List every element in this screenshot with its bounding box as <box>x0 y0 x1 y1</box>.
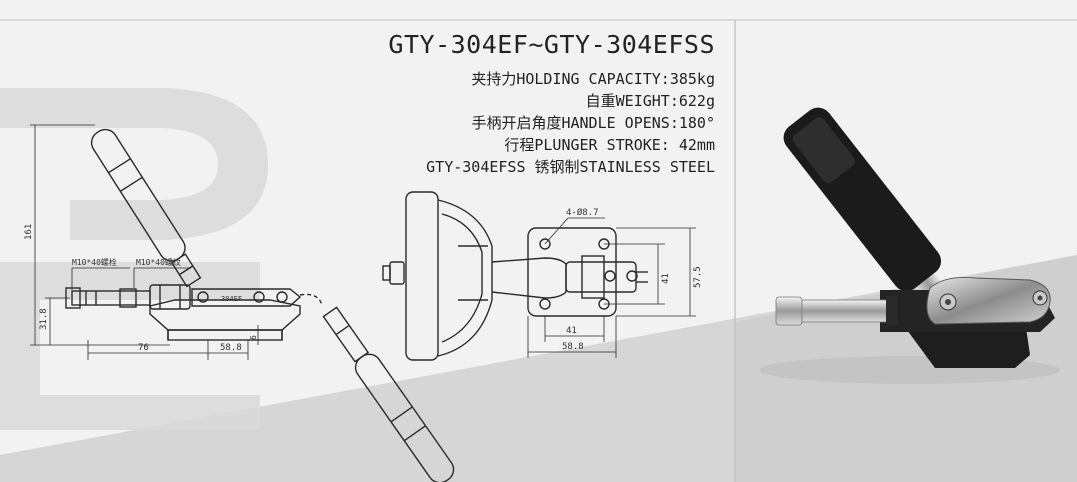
dim-hole-spacing-v: 41 <box>661 273 671 284</box>
handle-upper <box>90 128 202 288</box>
spec-plunger-stroke: 行程PLUNGER STROKE: 42mm <box>504 136 715 154</box>
hole-note: 4-Ø8.7 <box>566 207 599 218</box>
dim-left: 76 <box>138 343 149 353</box>
dim-small: 6 <box>249 335 258 340</box>
body-mark: 304EF <box>221 295 242 303</box>
spec-handle-opens: 手柄开启角度HANDLE OPENS:180° <box>471 114 715 132</box>
model-title: GTY-304EF~GTY-304EFSS <box>388 30 715 59</box>
watermark-logo <box>0 88 268 430</box>
spec-holding-capacity: 夹持力HOLDING CAPACITY:385kg <box>471 70 715 88</box>
top-view-drawing <box>382 191 648 361</box>
spec-material: GTY-304EFSS 锈钢制STAINLESS STEEL <box>426 158 715 176</box>
spec-weight: 自重WEIGHT:622g <box>585 92 715 110</box>
top-view-dimensions <box>527 217 696 358</box>
dim-hole-spacing-h: 41 <box>566 326 577 336</box>
product-photo <box>760 107 1060 384</box>
label-bolt: M10*40螺栓 <box>72 257 117 267</box>
dim-base: 31.8 <box>39 308 49 330</box>
dim-plate-height: 57.5 <box>693 266 703 288</box>
dim-height: 161 <box>24 224 34 240</box>
dim-plate-width: 58.8 <box>562 342 584 352</box>
side-view-dimensions <box>30 124 259 360</box>
label-thread: M10*40螺纹 <box>136 257 181 267</box>
side-view-drawing <box>65 128 455 482</box>
handle-lower <box>322 306 455 482</box>
dim-mid: 58.8 <box>220 343 242 353</box>
